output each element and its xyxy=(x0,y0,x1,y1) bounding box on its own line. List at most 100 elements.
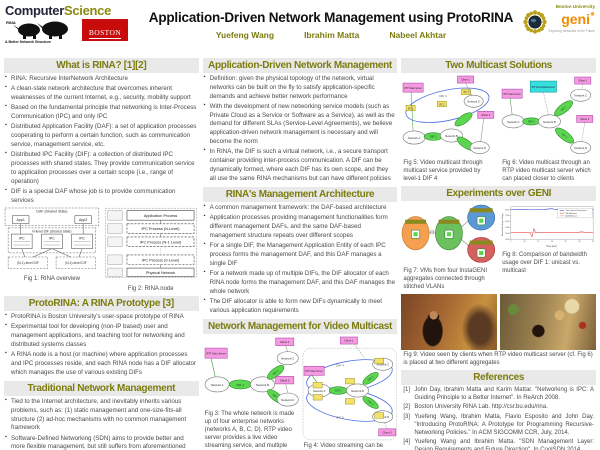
svg-text:4000: 4000 xyxy=(505,233,509,235)
fig1-app2-label: App2 xyxy=(79,218,87,222)
fig6-network-d-label: Network D xyxy=(575,146,588,150)
fig1-dif-label: N-level DIF (Shared State) xyxy=(32,230,71,234)
fig5-client2-label: Client 2 xyxy=(482,113,491,117)
app-driven-bullets: Definition: given the physical topology … xyxy=(203,74,398,185)
fig6-client2-label: Client 2 xyxy=(580,117,589,121)
section-header-video-multicast: Network Management for Video Multicast xyxy=(202,319,398,335)
traditional-bullets: Tied to the Internet architecture, and i… xyxy=(4,397,199,450)
fig6-network-a-label: Network A xyxy=(507,120,520,124)
reference-number: [1] xyxy=(403,386,411,393)
svg-text:6000: 6000 xyxy=(505,221,509,223)
fig3-network-d-label: Network D xyxy=(281,398,294,402)
fig6-dif1-label: DIF 1 xyxy=(528,120,535,124)
svg-text:5000: 5000 xyxy=(505,227,509,229)
fig6-rtp-server-label: RTP Video Server xyxy=(504,92,521,96)
fig4-diagram: Client 1 DIF 4 DIF 5 RTP Video Server Ne… xyxy=(302,336,397,441)
bullet-item: In RINA, the DIF is such a virtual netwo… xyxy=(204,147,396,183)
fig4-network-a-label: Network A xyxy=(312,389,325,393)
fig1-lower-dif-left-label: (N-1)-level DIF xyxy=(17,261,39,265)
svg-text:7000: 7000 xyxy=(505,215,509,217)
section-header-protorina: ProtoRINA: A RINA Prototype [3] xyxy=(4,295,199,311)
svg-text:3000: 3000 xyxy=(505,239,509,241)
fig8-ylabel: Bandwidth Usage (Kbps) xyxy=(501,213,504,236)
references-list: [1] John Day, Ibrahim Matta and Karim Ma… xyxy=(401,387,596,450)
reference-text: Yuefeng Wang and Ibrahim Matta. "SDN Man… xyxy=(414,438,595,450)
fig6-dif2-label: DIF 2 xyxy=(560,104,568,111)
rina-logo: RINA A Better Network Structure xyxy=(5,19,77,44)
fig3-caption: Fig 3: The whole network is made up of f… xyxy=(204,410,295,450)
fig5-ipc3-label: IPC 3 xyxy=(464,92,470,94)
bullet-item: Application processes providing manageme… xyxy=(204,213,396,240)
fig5-dif4-label: DIF 4 xyxy=(440,94,448,98)
fig4-dif1-label: DIF 1 xyxy=(335,389,342,393)
fig1-ipc3-label: IPC xyxy=(79,236,85,240)
svg-text:Two Unicast Connections: Two Unicast Connections xyxy=(566,209,587,212)
reference-text: Yuefeng Wang, Ibrahim Matta, Flavio Espo… xyxy=(414,413,595,436)
section-header-app-driven: Application-Driven Network Management xyxy=(202,58,398,73)
svg-text:25: 25 xyxy=(565,241,567,243)
fig8-chart-svg: Bandwidth Usage (Kbps) Time (sec) 300040… xyxy=(501,206,594,248)
fig5-network-c-label: Network C xyxy=(468,100,481,104)
fig2-row-app-process: Application Process xyxy=(144,214,178,218)
title-block: Application-Driven Network Management us… xyxy=(145,3,517,40)
bu-logo-line1: BOSTON xyxy=(88,28,122,39)
geni-logo-text: geni xyxy=(561,11,590,27)
vm-icon xyxy=(411,216,487,258)
svg-text:8000: 8000 xyxy=(505,209,509,211)
what-is-rina-bullets: RINA: Recursive InterNetwork Architectur… xyxy=(4,74,199,207)
reference-number: [4] xyxy=(403,438,411,445)
svg-text:15: 15 xyxy=(537,241,539,243)
fig4-rtp-server-label: RTP Video Server xyxy=(305,369,322,373)
bullet-item: For a single DIF, the Management Applica… xyxy=(204,241,396,268)
bullet-item: RINA: Recursive InterNetwork Architectur… xyxy=(5,74,197,84)
bullet-item: Tied to the Internet architecture, and i… xyxy=(5,397,197,433)
fig2-row-ipc-0: IPC Process (0-Level) xyxy=(142,258,180,262)
bullet-item: The DIF allocator is able to form new DI… xyxy=(204,297,396,316)
fig5-ipc1-label: IPC 1 xyxy=(408,108,414,110)
section-header-traditional: Traditional Network Management xyxy=(4,381,199,396)
bullet-item: Software-Defined Networking (SDN) aims t… xyxy=(5,434,197,450)
bullet-item: Experimental tool for developing (non-IP… xyxy=(5,322,197,349)
geni-block: Boston University xyxy=(517,3,595,34)
fig9-video-frames xyxy=(401,293,597,350)
reference-number: [3] xyxy=(403,413,411,420)
fig3-network-c-label: Network C xyxy=(281,357,294,361)
middle-column: Application-Driven Network Management De… xyxy=(202,56,398,450)
reference-text: Boston University RINA Lab. http://csr.b… xyxy=(414,404,548,411)
poster-title: Application-Driven Network Management us… xyxy=(148,10,514,25)
boston-university-logo: BOSTON UNIVERSITY xyxy=(82,19,128,45)
section-header-experiments: Experiments over GENI xyxy=(401,186,597,201)
bullet-item: A RINA node is a host (or machine) where… xyxy=(5,350,197,377)
fig3-client2-label: Client 2 xyxy=(280,379,290,383)
geni-sunflower-icon xyxy=(522,10,547,34)
fig5-diagram: DIF 4 RTP Video Server Client 1 Client 2… xyxy=(403,75,495,154)
fig5-dif-multicast: DIF 4 RTP Video Server Client 1 Client 2… xyxy=(401,75,497,184)
fig3-client1-label: Client 1 xyxy=(280,340,290,344)
video-frame-2 xyxy=(500,293,597,350)
fig6-network-b-label: Network B xyxy=(543,120,556,124)
fig4-client2-label: Client 2 xyxy=(382,431,392,435)
fig5-client1-label: Client 1 xyxy=(461,78,470,82)
reference-item: [4] Yuefeng Wang and Ibrahim Matta. "SDN… xyxy=(401,439,596,450)
fig1-app1-label: App1 xyxy=(17,218,25,222)
author-1: Yuefeng Wang xyxy=(215,30,275,40)
left-column: What is RINA? [1][2] RINA: Recursive Int… xyxy=(4,56,199,450)
geni-star-icon: ✹ xyxy=(589,12,595,18)
svg-text:⋮: ⋮ xyxy=(158,248,163,254)
geni-school-label: Boston University xyxy=(555,4,595,9)
left-logos: ComputerScience RINA A Better xyxy=(5,3,145,45)
section-header-mgmt-arch: RINA's Management Architecture xyxy=(202,187,398,203)
cs-logo-part2: Science xyxy=(64,3,112,18)
geni-tagline: Exploring Networks of the Future xyxy=(548,29,595,33)
bullet-item: ProtoRINA is Boston University's user-sp… xyxy=(5,312,197,322)
fig5-network-a-label: Network A xyxy=(408,136,421,140)
reference-item: [3] Yuefeng Wang, Ibrahim Matta, Flavio … xyxy=(401,414,596,438)
fig6-client1-label: Client 1 xyxy=(578,79,587,83)
fig6-mcast-server: RTP Video Server RTP Video Multicast Ser… xyxy=(500,75,596,184)
section-header-references: References xyxy=(401,369,597,385)
fig5-network-b-label: Network B xyxy=(446,134,459,138)
rina-vertical-text: RINA xyxy=(6,20,16,25)
